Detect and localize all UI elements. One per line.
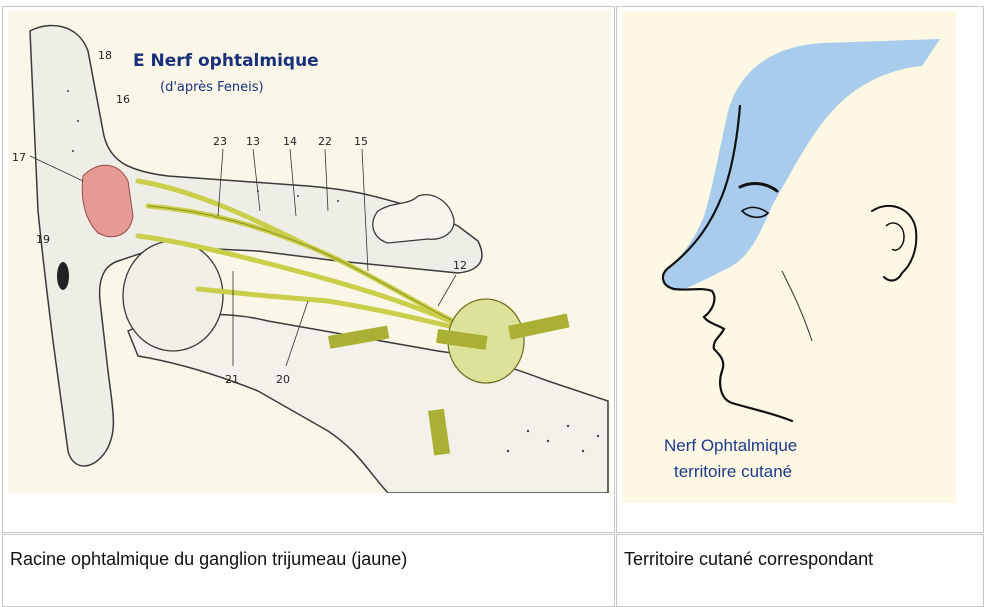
figure-subtitle: (d'après Feneis) <box>160 80 264 95</box>
callout-18: 18 <box>98 49 112 62</box>
callout-12: 12 <box>453 259 467 272</box>
callout-16: 16 <box>116 93 130 106</box>
callout-17: 17 <box>12 151 26 164</box>
face-caption-line2: territoire cutané <box>674 462 792 481</box>
callout-14: 14 <box>283 135 297 148</box>
callout-22: 22 <box>318 135 332 148</box>
callout-21: 21 <box>225 373 239 386</box>
caption-right: Territoire cutané correspondant <box>624 549 873 569</box>
cutaneous-territory-illustration: Nerf Ophtalmique territoire cutané <box>622 11 956 503</box>
pupil-shape <box>57 262 69 290</box>
ophthalmic-nerve-illustration: E Nerf ophtalmique (d'après Feneis) 18 1… <box>8 11 611 493</box>
face-caption-line1: Nerf Ophtalmique <box>664 436 797 455</box>
callout-20: 20 <box>276 373 290 386</box>
callout-13: 13 <box>246 135 260 148</box>
table-cell-caption-right <box>616 534 984 607</box>
ear-stroke <box>872 206 916 281</box>
table-cell-caption-left <box>2 534 615 607</box>
ophthalmic-nerve-drawing: E Nerf ophtalmique (d'après Feneis) 18 1… <box>8 11 611 493</box>
caption-left: Racine ophtalmique du ganglion trijumeau… <box>10 549 407 569</box>
callout-23: 23 <box>213 135 227 148</box>
eye-globe-shape <box>123 241 223 351</box>
cheek-line <box>782 271 812 341</box>
figure-title: E Nerf ophtalmique <box>133 51 319 71</box>
territory-shading <box>664 39 940 290</box>
ear-inner-stroke <box>886 223 904 250</box>
callout-15: 15 <box>354 135 368 148</box>
face-profile-drawing: Nerf Ophtalmique territoire cutané <box>622 11 956 503</box>
callout-19: 19 <box>36 233 50 246</box>
